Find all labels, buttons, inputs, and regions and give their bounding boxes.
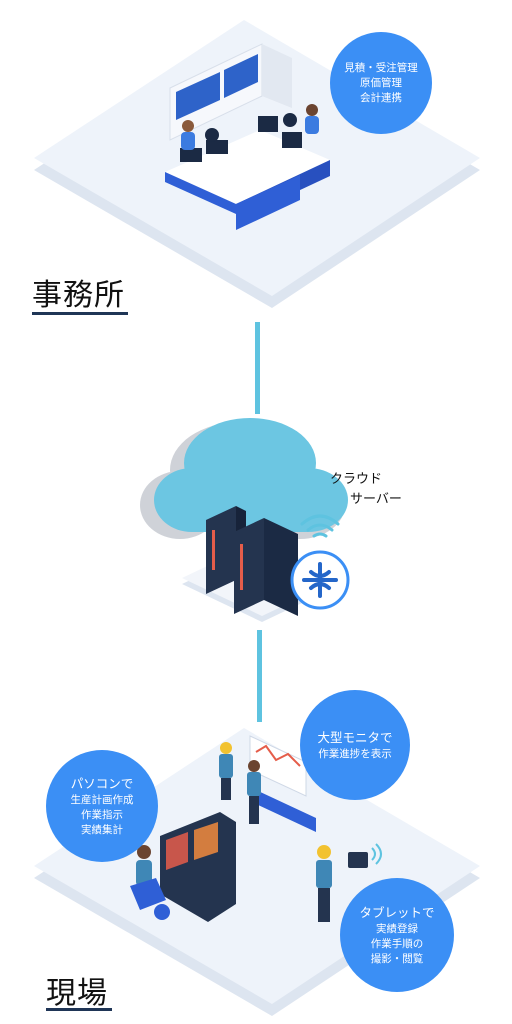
office-desks [165, 116, 330, 230]
monitor-icon [180, 148, 202, 162]
pc-bubble-line-1: 生産計画作成 [70, 793, 134, 806]
cloud-label-line-2: サーバー [350, 492, 402, 507]
office-bubble-line-2: 原価管理 [360, 76, 402, 89]
pc-bubble-title: パソコンで [70, 775, 134, 791]
tablet-bubble-line-1: 実績登録 [376, 922, 418, 935]
monitor-bubble-title: 大型モニタで [317, 729, 393, 745]
large-monitor [249, 735, 316, 832]
office-label-underline [32, 312, 128, 315]
site-label: 現場 [46, 976, 108, 1011]
office-workers [181, 104, 319, 150]
monitor-icon [282, 132, 302, 148]
tablet-bubble-title: タブレットで [359, 904, 435, 920]
monitor-bubble-line-1: 作業進捗を表示 [318, 747, 392, 760]
pc-bubble-line-3: 実績集計 [81, 823, 123, 836]
office-bubble-line-1: 見積・受注管理 [344, 61, 418, 74]
office-wall-monitors [169, 43, 292, 141]
office-label: 事務所 [32, 278, 125, 313]
office-feature-bubble: 見積・受注管理 原価管理 会計連携 [330, 32, 432, 134]
tablet-icon [348, 843, 382, 868]
site-workers [219, 742, 332, 922]
monitor-icon [206, 140, 228, 154]
tablet-bubble-line-2: 作業手順の [370, 937, 424, 950]
cloud-site-connector [257, 630, 262, 722]
cloud-server-label: クラウド サーバー [330, 470, 402, 510]
tablet-bubble-line-3: 撮影・閲覧 [370, 952, 424, 965]
monitor-feature-bubble: 大型モニタで 作業進捗を表示 [300, 690, 410, 800]
cloud-icon [140, 418, 348, 539]
monitor-icon [258, 116, 278, 132]
pc-feature-bubble: パソコンで 生産計画作成 作業指示 実績集計 [46, 750, 158, 862]
office-cloud-connector [255, 322, 260, 414]
wifi-icon [300, 514, 340, 538]
pc-bubble-line-2: 作業指示 [81, 808, 123, 821]
server-rack-icon [206, 506, 298, 616]
pc-workstation [130, 812, 236, 922]
app-logo-icon [290, 550, 350, 610]
tablet-feature-bubble: タブレットで 実績登録 作業手順の 撮影・閲覧 [340, 878, 454, 992]
office-bubble-line-3: 会計連携 [360, 91, 402, 104]
site-label-underline [46, 1008, 112, 1011]
cloud-label-line-1: クラウド [330, 472, 383, 487]
